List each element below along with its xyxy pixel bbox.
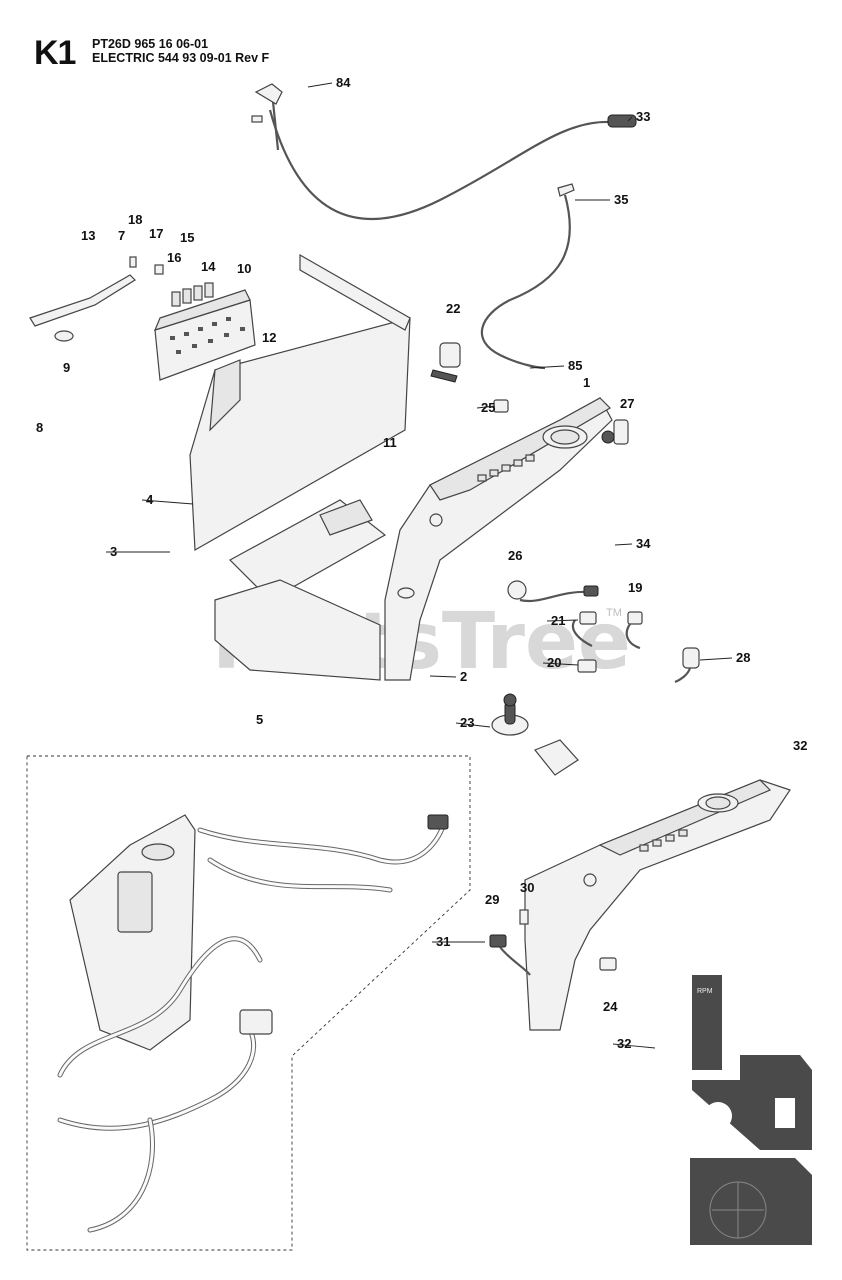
wiring-harness <box>57 814 449 1233</box>
callout-31: 31 <box>436 934 450 949</box>
switch-components <box>430 342 629 445</box>
callout-18: 18 <box>128 212 142 227</box>
callout-20: 20 <box>547 655 561 670</box>
harness-connectors <box>507 580 700 684</box>
section-code: K1 <box>34 34 76 72</box>
leader-line-20 <box>542 662 579 666</box>
callout-84: 84 <box>336 75 351 90</box>
callout-2: 2 <box>460 669 467 684</box>
callout-33: 33 <box>636 109 650 124</box>
leader-line-28 <box>699 657 733 661</box>
leader-line-84 <box>307 82 333 88</box>
callout-9: 9 <box>63 360 70 375</box>
callout-7: 7 <box>118 228 125 243</box>
choke-cable <box>480 183 575 370</box>
console-housing <box>384 397 613 681</box>
control-board <box>129 256 256 381</box>
leader-line-33 <box>627 116 633 122</box>
callout-1: 1 <box>583 375 590 390</box>
callout-32: 32 <box>793 738 807 753</box>
joystick <box>491 693 579 776</box>
callout-13: 13 <box>81 228 95 243</box>
base-plate <box>214 499 387 681</box>
callout-17: 17 <box>149 226 163 241</box>
callout-23: 23 <box>460 715 474 730</box>
harness-assembly-box <box>26 755 471 1251</box>
side-panel <box>189 253 411 552</box>
leader-line-4 <box>141 499 194 505</box>
leader-line-34 <box>614 543 633 546</box>
leader-line-85 <box>529 365 565 369</box>
callout-34: 34 <box>636 536 651 551</box>
callout-15: 15 <box>180 230 194 245</box>
callout-24: 24 <box>603 999 618 1014</box>
throttle-cable <box>251 83 637 221</box>
callout-8: 8 <box>36 420 43 435</box>
callout-26: 26 <box>508 548 522 563</box>
callout-5: 5 <box>256 712 263 727</box>
leader-line-23 <box>455 722 491 728</box>
callout-28: 28 <box>736 650 750 665</box>
callout-29: 29 <box>485 892 499 907</box>
callout-25: 25 <box>481 400 495 415</box>
mounting-bracket <box>29 274 136 342</box>
rpm-label: RPM <box>697 988 713 995</box>
callout-27: 27 <box>620 396 634 411</box>
callout-3: 3 <box>110 544 117 559</box>
callout-30: 30 <box>520 880 534 895</box>
callout-22: 22 <box>446 301 460 316</box>
leader-line-21 <box>546 619 579 622</box>
leader-line-25 <box>476 405 496 409</box>
decal-set: RPM <box>690 975 812 1245</box>
leader-layer <box>106 82 733 1049</box>
callout-32: 32 <box>617 1036 631 1051</box>
callout-16: 16 <box>167 250 181 265</box>
callout-19: 19 <box>628 580 642 595</box>
leader-line-2 <box>429 675 457 678</box>
callout-14: 14 <box>201 259 216 274</box>
leader-line-32 <box>612 1043 656 1049</box>
callout-35: 35 <box>614 192 628 207</box>
lower-console <box>489 779 791 1031</box>
callout-11: 11 <box>383 435 397 450</box>
callout-12: 12 <box>262 330 276 345</box>
watermark-tm: TM <box>606 607 622 619</box>
callout-10: 10 <box>237 261 251 276</box>
model-number: PT26D 965 16 06-01 <box>92 37 209 51</box>
callout-4: 4 <box>146 492 154 507</box>
electric-part-number: ELECTRIC 544 93 09-01 Rev F <box>92 51 270 65</box>
callout-85: 85 <box>568 358 582 373</box>
